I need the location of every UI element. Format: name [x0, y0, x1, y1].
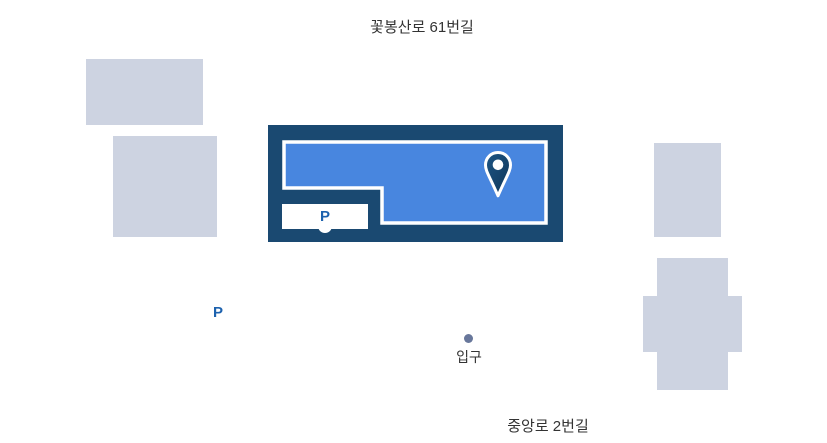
location-pin-icon [484, 151, 512, 198]
entrance-label: 입구 [456, 349, 482, 365]
parking-box-tab [318, 219, 332, 233]
road-label-top: 꽃봉산로 61번길 [370, 19, 474, 36]
building-block-right [654, 143, 721, 237]
parking-box-label: P [319, 208, 330, 225]
pin-hole [492, 159, 504, 171]
main-building-floorplan [282, 140, 548, 225]
building-block-top-left [86, 59, 203, 125]
entrance-dot [464, 334, 473, 343]
building-block-left [113, 136, 217, 237]
road-label-bottom: 중앙로 2번길 [507, 418, 589, 435]
street-parking-marker: P [212, 304, 224, 321]
main-building: P [268, 125, 563, 242]
building-block-cross-horizontal [643, 296, 742, 352]
parking-box: P [282, 204, 368, 233]
